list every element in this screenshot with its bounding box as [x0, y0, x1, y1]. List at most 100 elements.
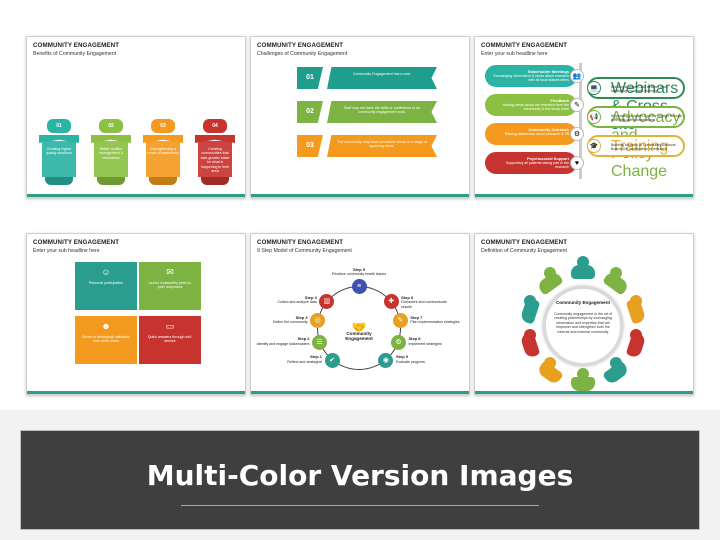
card-ribbon [143, 135, 183, 143]
step-circle: ✎ [392, 313, 408, 329]
challenge-box [327, 135, 437, 157]
tile-text: Sense of belonging/ validation from othe… [82, 335, 130, 344]
person-body [602, 269, 630, 296]
slide-title: COMMUNITY ENGAGEMENT [33, 239, 120, 246]
step-name: Step 4 [304, 295, 317, 300]
step-name: Step 7 [410, 314, 423, 320]
step-name: Step 9 [395, 354, 408, 360]
benefit-tile: ☺Personal participation [75, 262, 137, 310]
banner-divider [181, 505, 539, 506]
challenge-box [327, 67, 437, 89]
step-text: Collect and analyze data [277, 300, 317, 305]
slide-thumbnail-nine-steps[interactable]: COMMUNITY ENGAGEMENT 9 Step Model of Com… [250, 233, 470, 395]
card-foot [97, 177, 125, 185]
card-number: 01 [47, 119, 71, 133]
center-text: Community engagement is the art of creat… [554, 312, 612, 334]
step-circle: ⚙ [390, 334, 406, 350]
activity-text: Exchanging information & ideas about res… [493, 74, 569, 83]
card-number: 03 [151, 119, 175, 133]
slide-subtitle: Enter your sub headline here [481, 51, 548, 57]
advocacy-icon: 📢 [587, 110, 601, 124]
activity-title: Feedback [550, 98, 569, 103]
person-body [519, 297, 541, 325]
slide-thumbnail-quadrant[interactable]: COMMUNITY ENGAGEMENT Enter your sub head… [26, 233, 246, 395]
step-circle: ✚ [383, 293, 399, 309]
slide-subtitle: Challenges of Community Engagement [257, 51, 348, 57]
tile-text: Useful, trustworthy peer-to-peer respons… [148, 281, 192, 290]
slide-thumbnail-definition[interactable]: COMMUNITY ENGAGEMENT Definition of Commu… [474, 233, 694, 395]
slide-title: COMMUNITY ENGAGEMENT [257, 239, 344, 246]
card-body [42, 141, 76, 177]
card-body [94, 141, 128, 177]
step-circle: ✔ [324, 352, 340, 368]
card-text: Better conflict management & resolutions [98, 147, 124, 160]
activity-text: Building capacity of Community Advisors … [611, 143, 676, 152]
step-text: Evaluate progress [395, 359, 425, 364]
center-connector [579, 63, 582, 179]
step-text: Implement strategies [408, 341, 442, 346]
activity-title: Community Outreach [528, 127, 569, 132]
slide-thumbnail-challenges[interactable]: COMMUNITY ENGAGEMENT Challenges of Commu… [250, 36, 470, 198]
step-name: Step 1 [309, 354, 322, 360]
challenge-box [327, 101, 437, 123]
person-body [625, 297, 647, 325]
slide-thumbnail-activities[interactable]: COMMUNITY ENGAGEMENT Enter your sub head… [474, 36, 694, 198]
step-name: Step 5 [352, 267, 365, 272]
center-title: Community Engagement [555, 300, 611, 305]
challenge-text: The community may have unrealistic views… [337, 140, 427, 149]
thumbnail-grid: COMMUNITY ENGAGEMENT Benefits of Communi… [0, 0, 720, 410]
card-text: Strengthening a sense of community [147, 147, 179, 156]
tile-text: Personal participation [88, 281, 124, 285]
screen-icon: ▭ [165, 321, 175, 331]
handshake-icon: 🤝 [351, 320, 367, 334]
person-body [571, 377, 595, 391]
slide-subtitle: Definition of Community Engagement [481, 248, 567, 254]
card-body [146, 141, 180, 177]
activity-title: Training [611, 138, 669, 155]
card-text: Creating higher quality solutions [46, 147, 72, 156]
slide-subtitle: 9 Step Model of Community Engagement [257, 248, 352, 254]
card-body [198, 141, 232, 177]
step-name: Step 3 [295, 314, 308, 320]
webinar-icon: 💻 [587, 81, 601, 95]
slide-thumbnail-benefits[interactable]: COMMUNITY ENGAGEMENT Benefits of Communi… [26, 36, 246, 198]
step-name: Step 2 [297, 336, 310, 342]
card-ribbon [39, 135, 79, 143]
card-foot [201, 177, 229, 185]
slide-title: COMMUNITY ENGAGEMENT [481, 239, 568, 246]
benefit-tile: ✉Useful, trustworthy peer-to-peer respon… [139, 262, 201, 310]
step-text: Plan implementation strategies [410, 320, 460, 325]
challenge-text: Community Engagement has a cost. [353, 72, 411, 76]
benefit-tile: ☻Sense of belonging/ validation from oth… [75, 316, 137, 364]
slide-subtitle: Enter your sub headline here [33, 248, 100, 254]
person-body [519, 331, 541, 359]
challenge-number: 01 [297, 67, 323, 89]
card-text: Creating communities that take greater s… [200, 147, 230, 174]
card-foot [45, 177, 73, 185]
banner-title: Multi-Color Version Images [146, 459, 574, 492]
challenge-text: Staff may not have the skills or confide… [343, 106, 421, 115]
activity-text: Raising awareness about research & TB [504, 132, 569, 136]
slide-title: COMMUNITY ENGAGEMENT [33, 42, 120, 49]
activity-text: Having views about the research from the… [502, 103, 569, 112]
center-label: Community Engagement [345, 331, 373, 341]
challenge-item: 01 Community Engagement has a cost. [297, 67, 437, 89]
card-ribbon [195, 135, 235, 143]
person-body [602, 360, 630, 387]
step-text: Prioritize community health issues [331, 272, 387, 277]
activity-title: Stakeholder Meetings [527, 69, 569, 74]
activity-text: Building a global CAB network and facili… [611, 85, 667, 94]
